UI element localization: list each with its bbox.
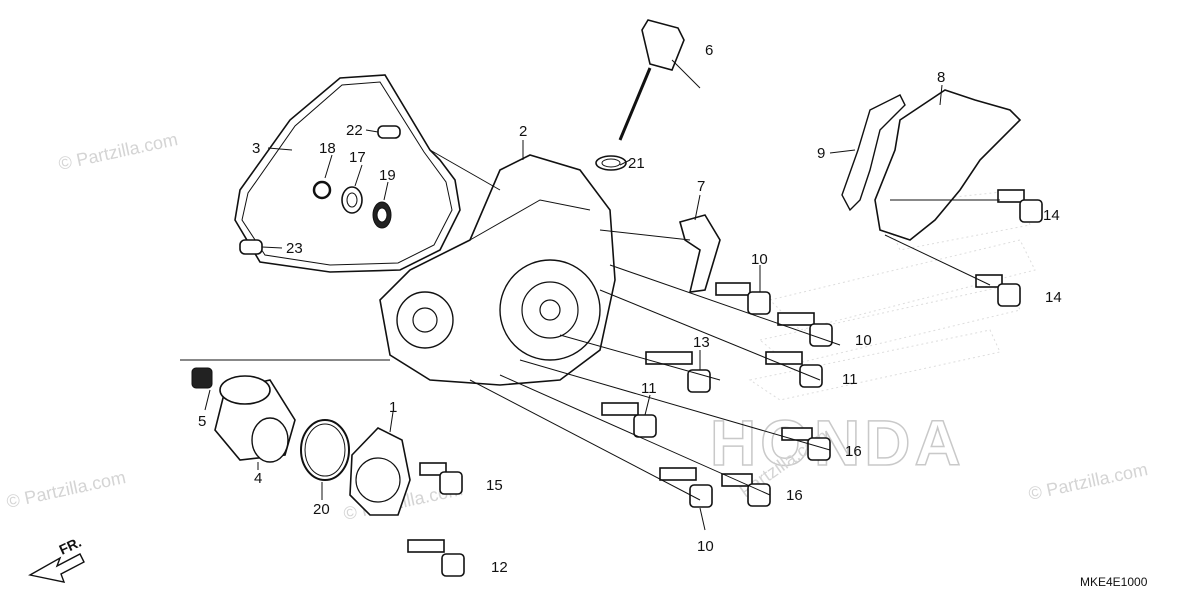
- callout-label[interactable]: 10: [751, 251, 768, 268]
- front-direction-arrow: FR.: [28, 534, 85, 583]
- callout-label[interactable]: 13: [693, 334, 710, 351]
- o-ring-part-20[interactable]: [300, 419, 350, 481]
- oil-dipstick-part-6[interactable]: [618, 19, 685, 141]
- guard-part-8[interactable]: [874, 89, 1022, 241]
- callout-label[interactable]: 16: [845, 443, 862, 460]
- dowel-pin-part-22[interactable]: [377, 125, 401, 139]
- callout-label[interactable]: 2: [519, 123, 527, 140]
- callout-label[interactable]: 5: [198, 413, 206, 430]
- callout-label[interactable]: 4: [254, 470, 262, 487]
- bolt-part-14a[interactable]: [997, 189, 1043, 223]
- bolt-part-12[interactable]: [407, 539, 465, 577]
- callout-label[interactable]: 21: [628, 155, 645, 172]
- callout-label[interactable]: 6: [705, 42, 713, 59]
- callout-label[interactable]: 19: [379, 167, 396, 184]
- bolt-part-15[interactable]: [419, 462, 463, 495]
- callout-label[interactable]: 12: [491, 559, 508, 576]
- left-crankcase-cover-part-2[interactable]: [379, 154, 616, 386]
- watermark: © Partzilla.com: [1027, 459, 1150, 504]
- gasket-part-3[interactable]: [234, 74, 461, 273]
- watermark: © Partzilla.com: [57, 129, 180, 174]
- honda-brand-text: HONDA: [710, 407, 965, 479]
- dowel-pin-part-23[interactable]: [239, 239, 263, 255]
- clip-part-18[interactable]: [312, 180, 332, 200]
- seal-part-19[interactable]: [372, 201, 392, 229]
- bolt-part-11b[interactable]: [601, 402, 657, 438]
- o-ring-part-21[interactable]: [595, 155, 627, 171]
- callout-label[interactable]: 10: [697, 538, 714, 555]
- bolt-part-10c[interactable]: [659, 467, 713, 508]
- gasket-part-9[interactable]: [841, 94, 906, 212]
- oil-filter-part-4[interactable]: [214, 375, 296, 463]
- bolt-part-10b[interactable]: [777, 312, 833, 347]
- callout-label[interactable]: 3: [252, 140, 260, 157]
- callout-label[interactable]: 8: [937, 69, 945, 86]
- callout-label[interactable]: 15: [486, 477, 503, 494]
- callout-label[interactable]: 7: [697, 178, 705, 195]
- callout-label[interactable]: 17: [349, 149, 366, 166]
- bolt-part-16a[interactable]: [781, 427, 831, 461]
- bolt-part-10a[interactable]: [715, 282, 771, 315]
- watermark: © Partzilla.com: [5, 467, 128, 512]
- callout-label[interactable]: 10: [855, 332, 872, 349]
- callout-label[interactable]: 18: [319, 140, 336, 157]
- callout-label[interactable]: 9: [817, 145, 825, 162]
- callout-label[interactable]: 11: [842, 371, 858, 388]
- callout-label[interactable]: 1: [389, 399, 397, 416]
- callout-label[interactable]: 14: [1045, 289, 1062, 306]
- callout-label[interactable]: 23: [286, 240, 303, 257]
- callout-label[interactable]: 20: [313, 501, 330, 518]
- callout-label[interactable]: 22: [346, 122, 363, 139]
- callout-label[interactable]: 16: [786, 487, 803, 504]
- diagram-code: MKE4E1000: [1080, 575, 1148, 589]
- bolt-part-14b[interactable]: [975, 274, 1021, 307]
- bracket-part-7[interactable]: [679, 214, 721, 293]
- spring-part-5[interactable]: [191, 367, 213, 389]
- honda-wing-logo: HONDA: [709, 189, 1036, 480]
- leader-lines: [180, 59, 1000, 531]
- callout-label[interactable]: 11: [641, 380, 657, 397]
- filter-cover-part-1[interactable]: [349, 427, 411, 516]
- callout-label[interactable]: 14: [1043, 207, 1060, 224]
- washer-part-17[interactable]: [341, 186, 363, 214]
